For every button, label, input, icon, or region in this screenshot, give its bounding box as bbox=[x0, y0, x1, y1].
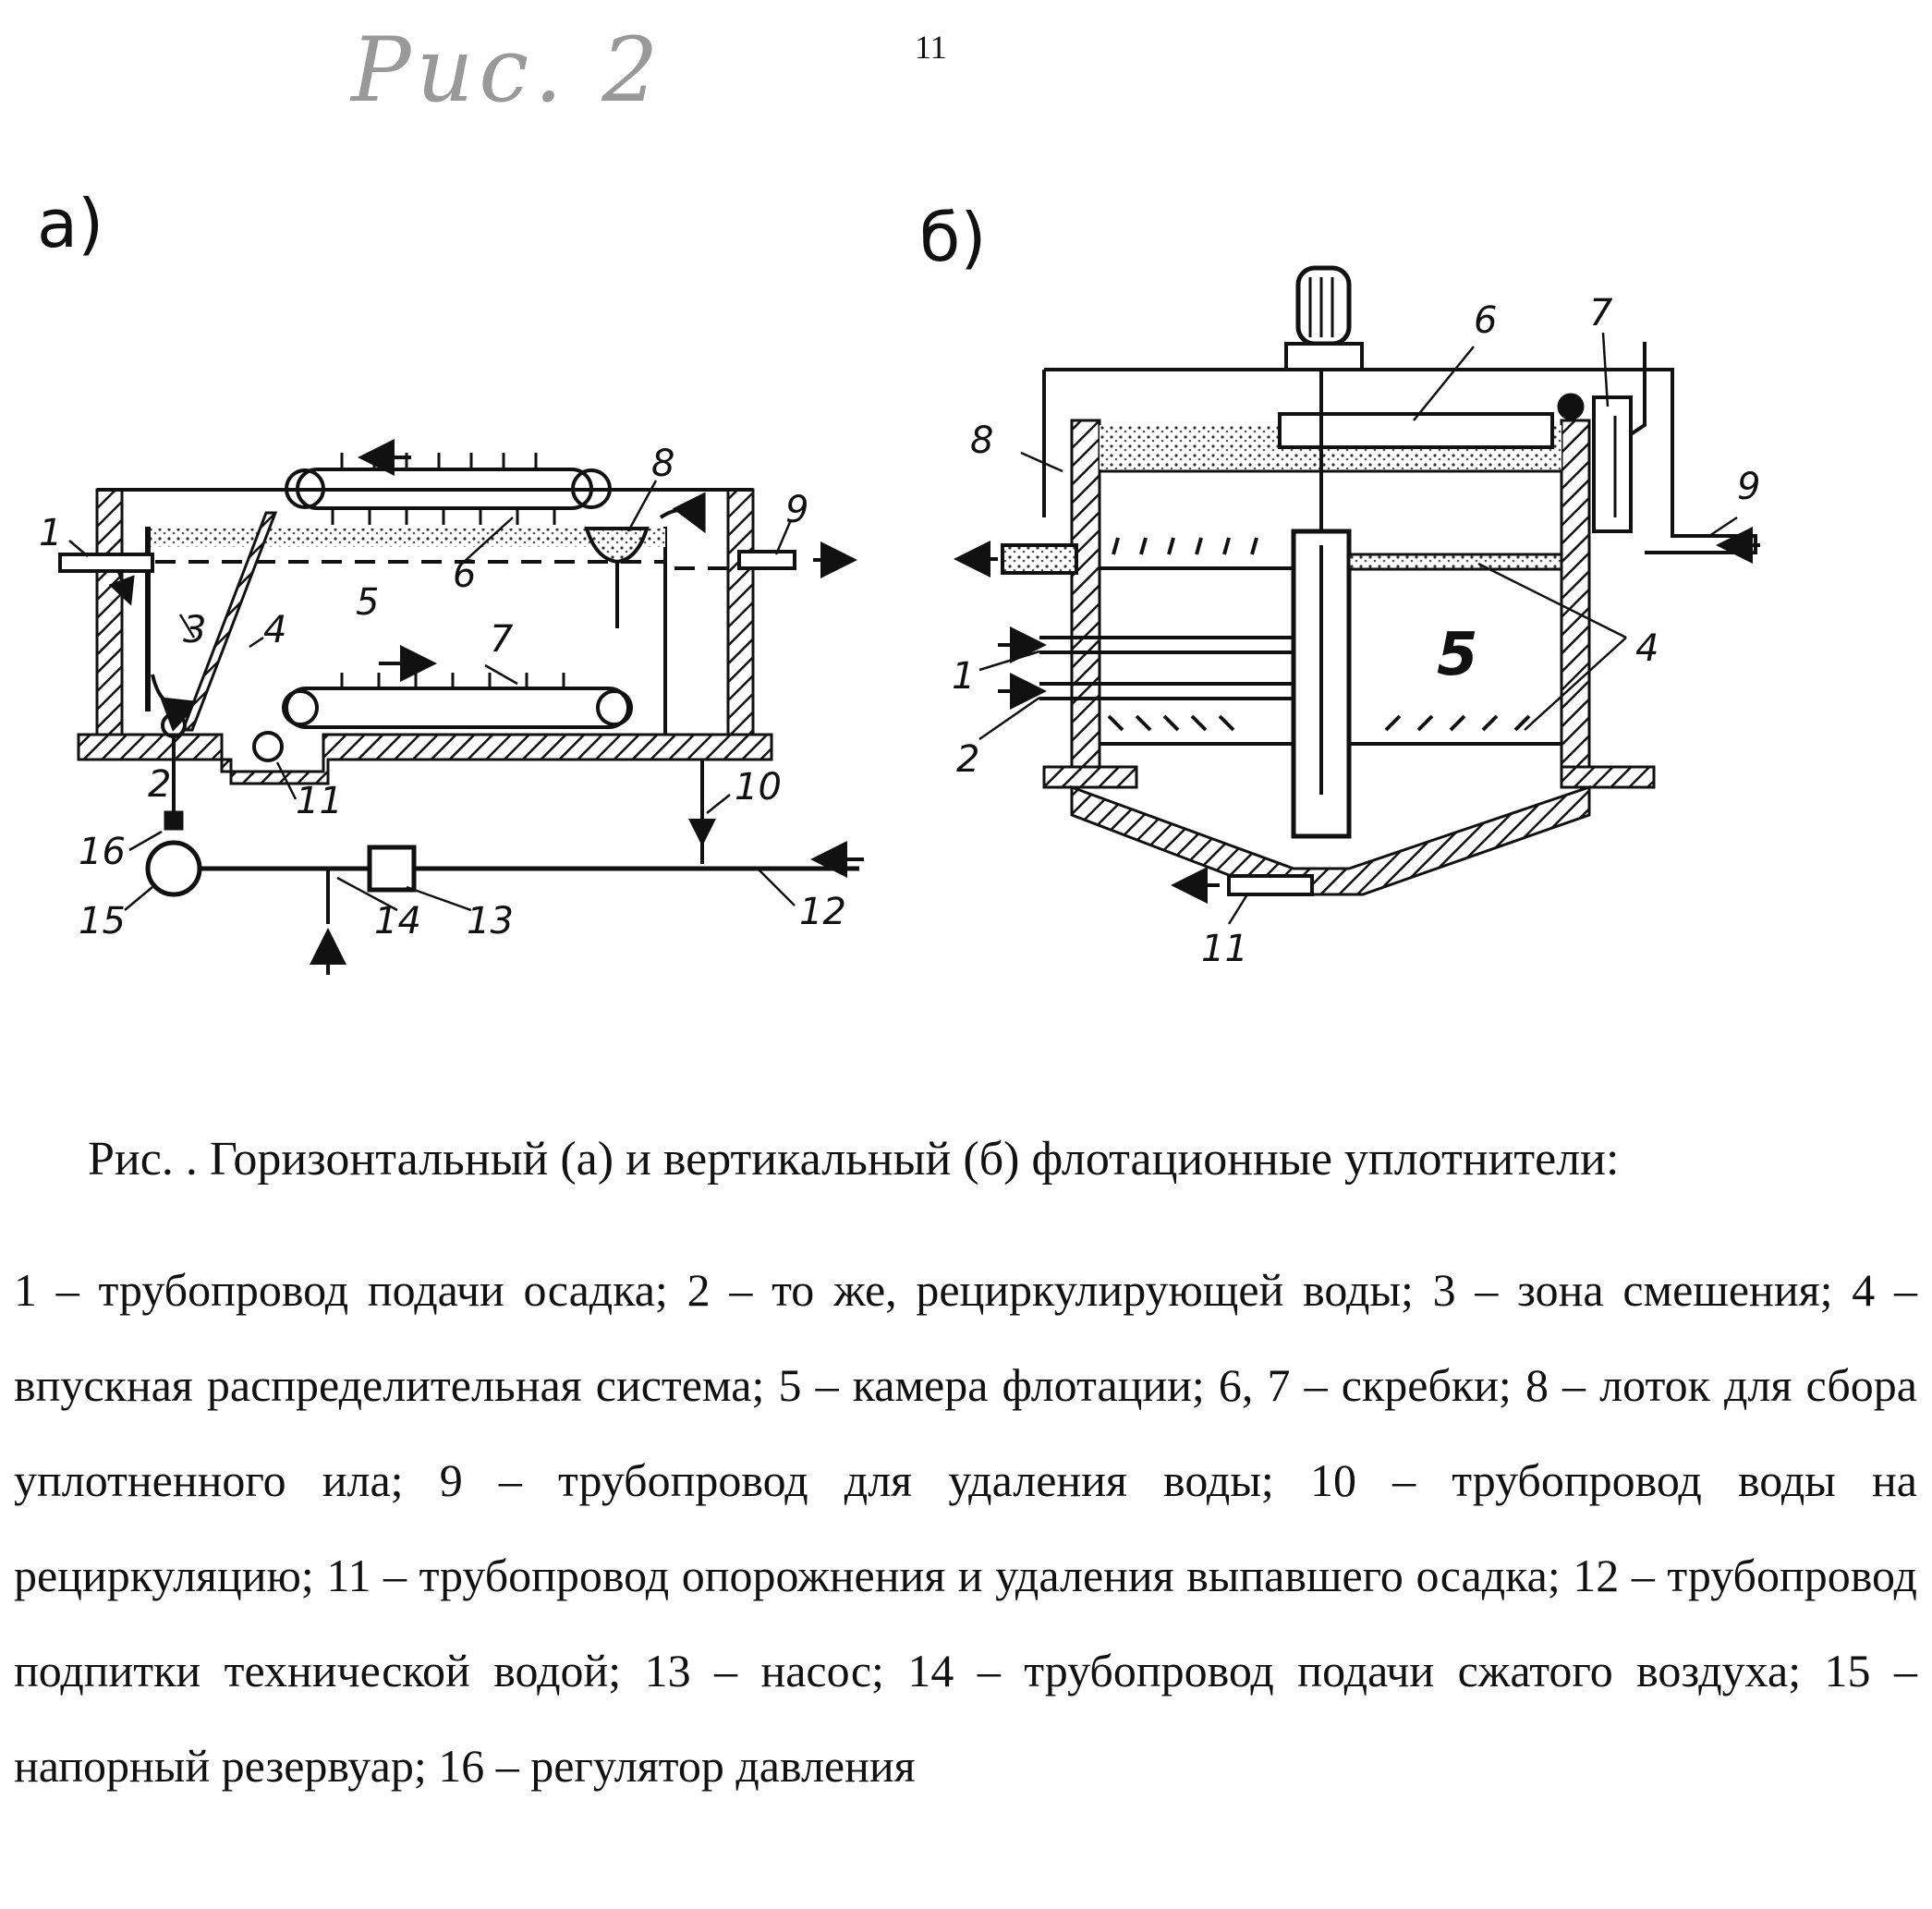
tank-a-right-wall bbox=[726, 488, 755, 741]
callout-a-13: 13 bbox=[467, 900, 514, 942]
callout-a-4: 4 bbox=[263, 609, 286, 651]
panel-b-label: б) bbox=[919, 199, 987, 276]
tank-a-bottom bbox=[77, 733, 773, 785]
callout-a-8: 8 bbox=[651, 443, 674, 485]
tank-b-right-wall bbox=[1560, 419, 1591, 769]
callout-a-9: 9 bbox=[785, 489, 808, 531]
callout-b-7: 7 bbox=[1589, 292, 1613, 334]
callout-b-5: 5 bbox=[1437, 621, 1478, 689]
callout-b-11: 11 bbox=[1201, 928, 1248, 970]
callout-a-6: 6 bbox=[453, 553, 476, 596]
handwritten-note: Рис. 2 bbox=[351, 18, 664, 122]
callout-a-3: 3 bbox=[183, 609, 206, 651]
figure-legend: 1 – трубопровод подачи осадка; 2 – то же… bbox=[14, 1264, 1917, 1792]
callout-a-16: 16 bbox=[79, 831, 126, 873]
callout-a-12: 12 bbox=[799, 891, 846, 933]
flotation-diagram: 1 2 3 4 5 6 7 8 9 10 11 12 13 14 15 16 bbox=[39, 265, 1760, 975]
tank-b-left-wall bbox=[1070, 419, 1101, 769]
page-number: 11 bbox=[915, 29, 947, 66]
callout-a-5: 5 bbox=[356, 581, 379, 624]
panel-a-label: а) bbox=[37, 185, 104, 262]
callout-b-1: 1 bbox=[952, 655, 975, 698]
callout-a-2: 2 bbox=[148, 763, 171, 806]
panel-b-vertical-thickener bbox=[954, 265, 1760, 925]
callout-a-7: 7 bbox=[490, 618, 514, 661]
panel-a-horizontal-thickener bbox=[58, 439, 864, 975]
callout-a-10: 10 bbox=[735, 766, 782, 809]
figure-caption-title: Рис. . Горизонтальный (а) и вертикальный… bbox=[88, 1133, 1620, 1186]
callout-b-2: 2 bbox=[956, 738, 979, 781]
callout-b-9: 9 bbox=[1737, 466, 1760, 508]
callout-a-14: 14 bbox=[374, 900, 421, 942]
callout-b-4: 4 bbox=[1635, 627, 1659, 670]
callout-a-11: 11 bbox=[296, 780, 343, 822]
callout-a-15: 15 bbox=[79, 900, 126, 942]
tank-a-left-wall bbox=[95, 488, 124, 741]
callout-a-1: 1 bbox=[39, 512, 62, 554]
callout-b-8: 8 bbox=[970, 419, 993, 462]
callout-b-6: 6 bbox=[1474, 299, 1497, 342]
